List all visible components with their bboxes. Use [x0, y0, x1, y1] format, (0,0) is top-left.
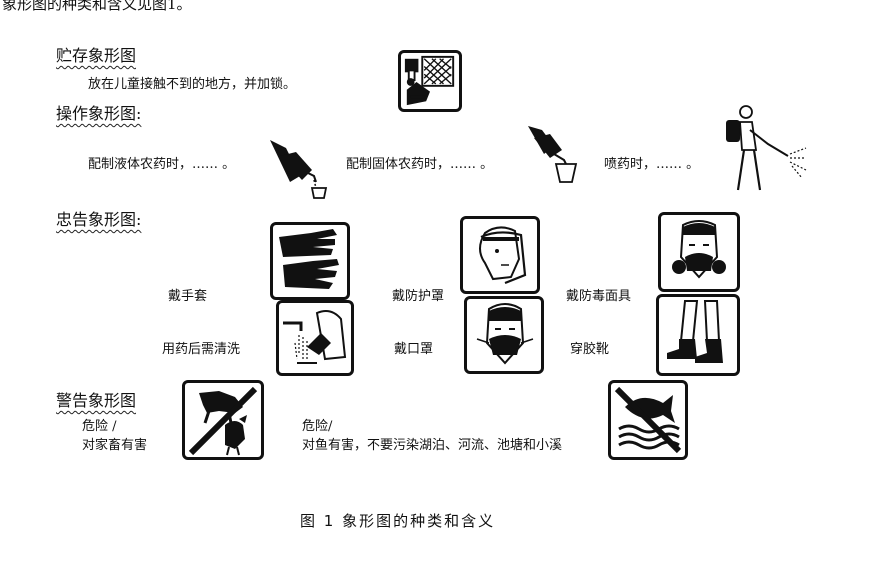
lock-cabinet-icon: [398, 50, 462, 112]
liquid-mix-text: 配制液体农药时，…… 。: [88, 157, 236, 172]
gas-mask-icon: [658, 212, 740, 292]
advice-heading: 忠告象形图:: [56, 210, 142, 229]
no-livestock-icon: [182, 380, 264, 460]
wash-label: 用药后需清洗: [162, 342, 241, 357]
gloves-icon: [270, 222, 350, 300]
rubber-boots-icon: [656, 294, 740, 376]
storage-description: 放在儿童接触不到的地方，并加锁。: [88, 77, 297, 92]
sprayer-person-icon: [722, 104, 808, 194]
fish-warning-line1: 危险/: [302, 419, 333, 434]
livestock-warning-line2: 对家畜有害: [82, 438, 148, 453]
dust-mask-icon: [464, 296, 544, 374]
gas-mask-label: 戴防毒面具: [566, 289, 632, 304]
operation-heading: 操作象形图:: [56, 104, 142, 123]
livestock-warning-line1: 危险 /: [82, 419, 117, 434]
spraying-text: 喷药时，…… 。: [604, 157, 700, 172]
figure-caption: 图 1 象形图的种类和含义: [300, 512, 496, 530]
solid-mix-text: 配制固体农药时，…… 。: [346, 157, 494, 172]
boots-label: 穿胶靴: [570, 342, 610, 357]
warning-heading: 警告象形图: [56, 391, 137, 410]
storage-heading: 贮存象形图: [56, 46, 137, 65]
no-fish-icon: [608, 380, 688, 460]
liquid-pour-icon: [266, 136, 334, 200]
solid-pour-icon: [524, 122, 584, 186]
dust-mask-label: 戴口罩: [394, 342, 434, 357]
wash-hands-icon: [276, 300, 354, 376]
face-shield-icon: [460, 216, 540, 294]
fish-warning-line2: 对鱼有害，不要污染湖泊、河流、池塘和小溪: [302, 438, 563, 453]
top-line: 象形图的种类和含义见图1。: [2, 0, 192, 13]
face-shield-label: 戴防护罩: [392, 289, 445, 304]
gloves-label: 戴手套: [168, 289, 208, 304]
